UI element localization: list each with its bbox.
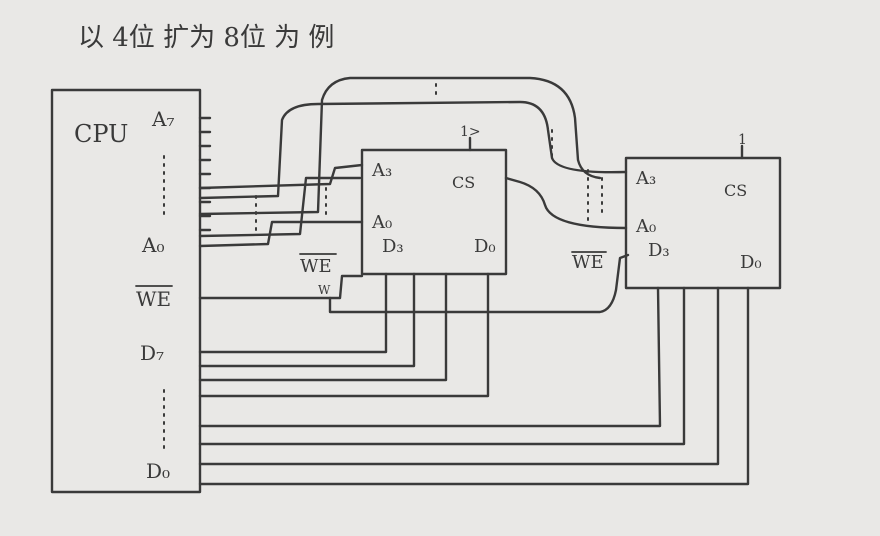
chip1-block	[360, 148, 508, 276]
data-wire-d1	[198, 286, 720, 466]
chip1-cs-mark: 1>	[460, 124, 481, 140]
cpu-pin-d7: D₇	[140, 341, 164, 365]
chip1-pin-d3: D₃	[382, 236, 404, 257]
stray-mark: W	[318, 283, 331, 297]
addr-wire-a3-chip2	[198, 100, 628, 200]
chip2-pin-d3: D₃	[648, 240, 670, 261]
chip1-pin-a3: A₃	[371, 160, 392, 181]
chip1-pin-a0: A₀	[371, 212, 392, 233]
chip1-pin-cs: CS	[452, 173, 475, 192]
addr-wire-a3-chip1	[198, 163, 364, 190]
addr-wire-a3-chip2-alt	[198, 76, 602, 216]
cpu-pin-a0: A₀	[141, 233, 164, 257]
chip2-cs-mark: 1	[738, 132, 747, 148]
we-wire-chip2	[328, 253, 630, 314]
cpu-pin-d0: D₀	[146, 459, 170, 483]
data-wire-d5	[198, 272, 448, 382]
addr-wire-a0-chip1	[198, 220, 364, 248]
chip2-pin-we: WE	[572, 252, 604, 273]
we-wire-chip1	[198, 274, 364, 300]
chip2-pin-d0: D₀	[740, 252, 762, 273]
data-wire-d2	[198, 286, 686, 446]
chip1-pin-d0: D₀	[474, 236, 496, 257]
cpu-pin-we: WE	[136, 287, 171, 311]
chip2-pin-a3: A₃	[635, 168, 656, 189]
chip2-block	[624, 156, 782, 290]
addr-wire-a0-chip2	[198, 176, 628, 238]
data-wire-d0	[198, 286, 750, 486]
cpu-pin-a7: A₇	[151, 107, 174, 131]
chip1-pin-we: WE	[300, 256, 332, 277]
chip2-pin-a0: A₀	[635, 216, 656, 237]
chip2-pin-cs: CS	[724, 181, 747, 200]
data-wire-d3	[198, 286, 662, 428]
cpu-label: CPU	[74, 120, 128, 148]
data-wire-d6	[198, 272, 416, 368]
diagram-title: 以 4位 扩为 8位 为 例	[78, 23, 334, 53]
data-wire-d7	[198, 272, 388, 354]
cpu-block	[50, 88, 202, 494]
data-wire-d4	[198, 272, 490, 398]
